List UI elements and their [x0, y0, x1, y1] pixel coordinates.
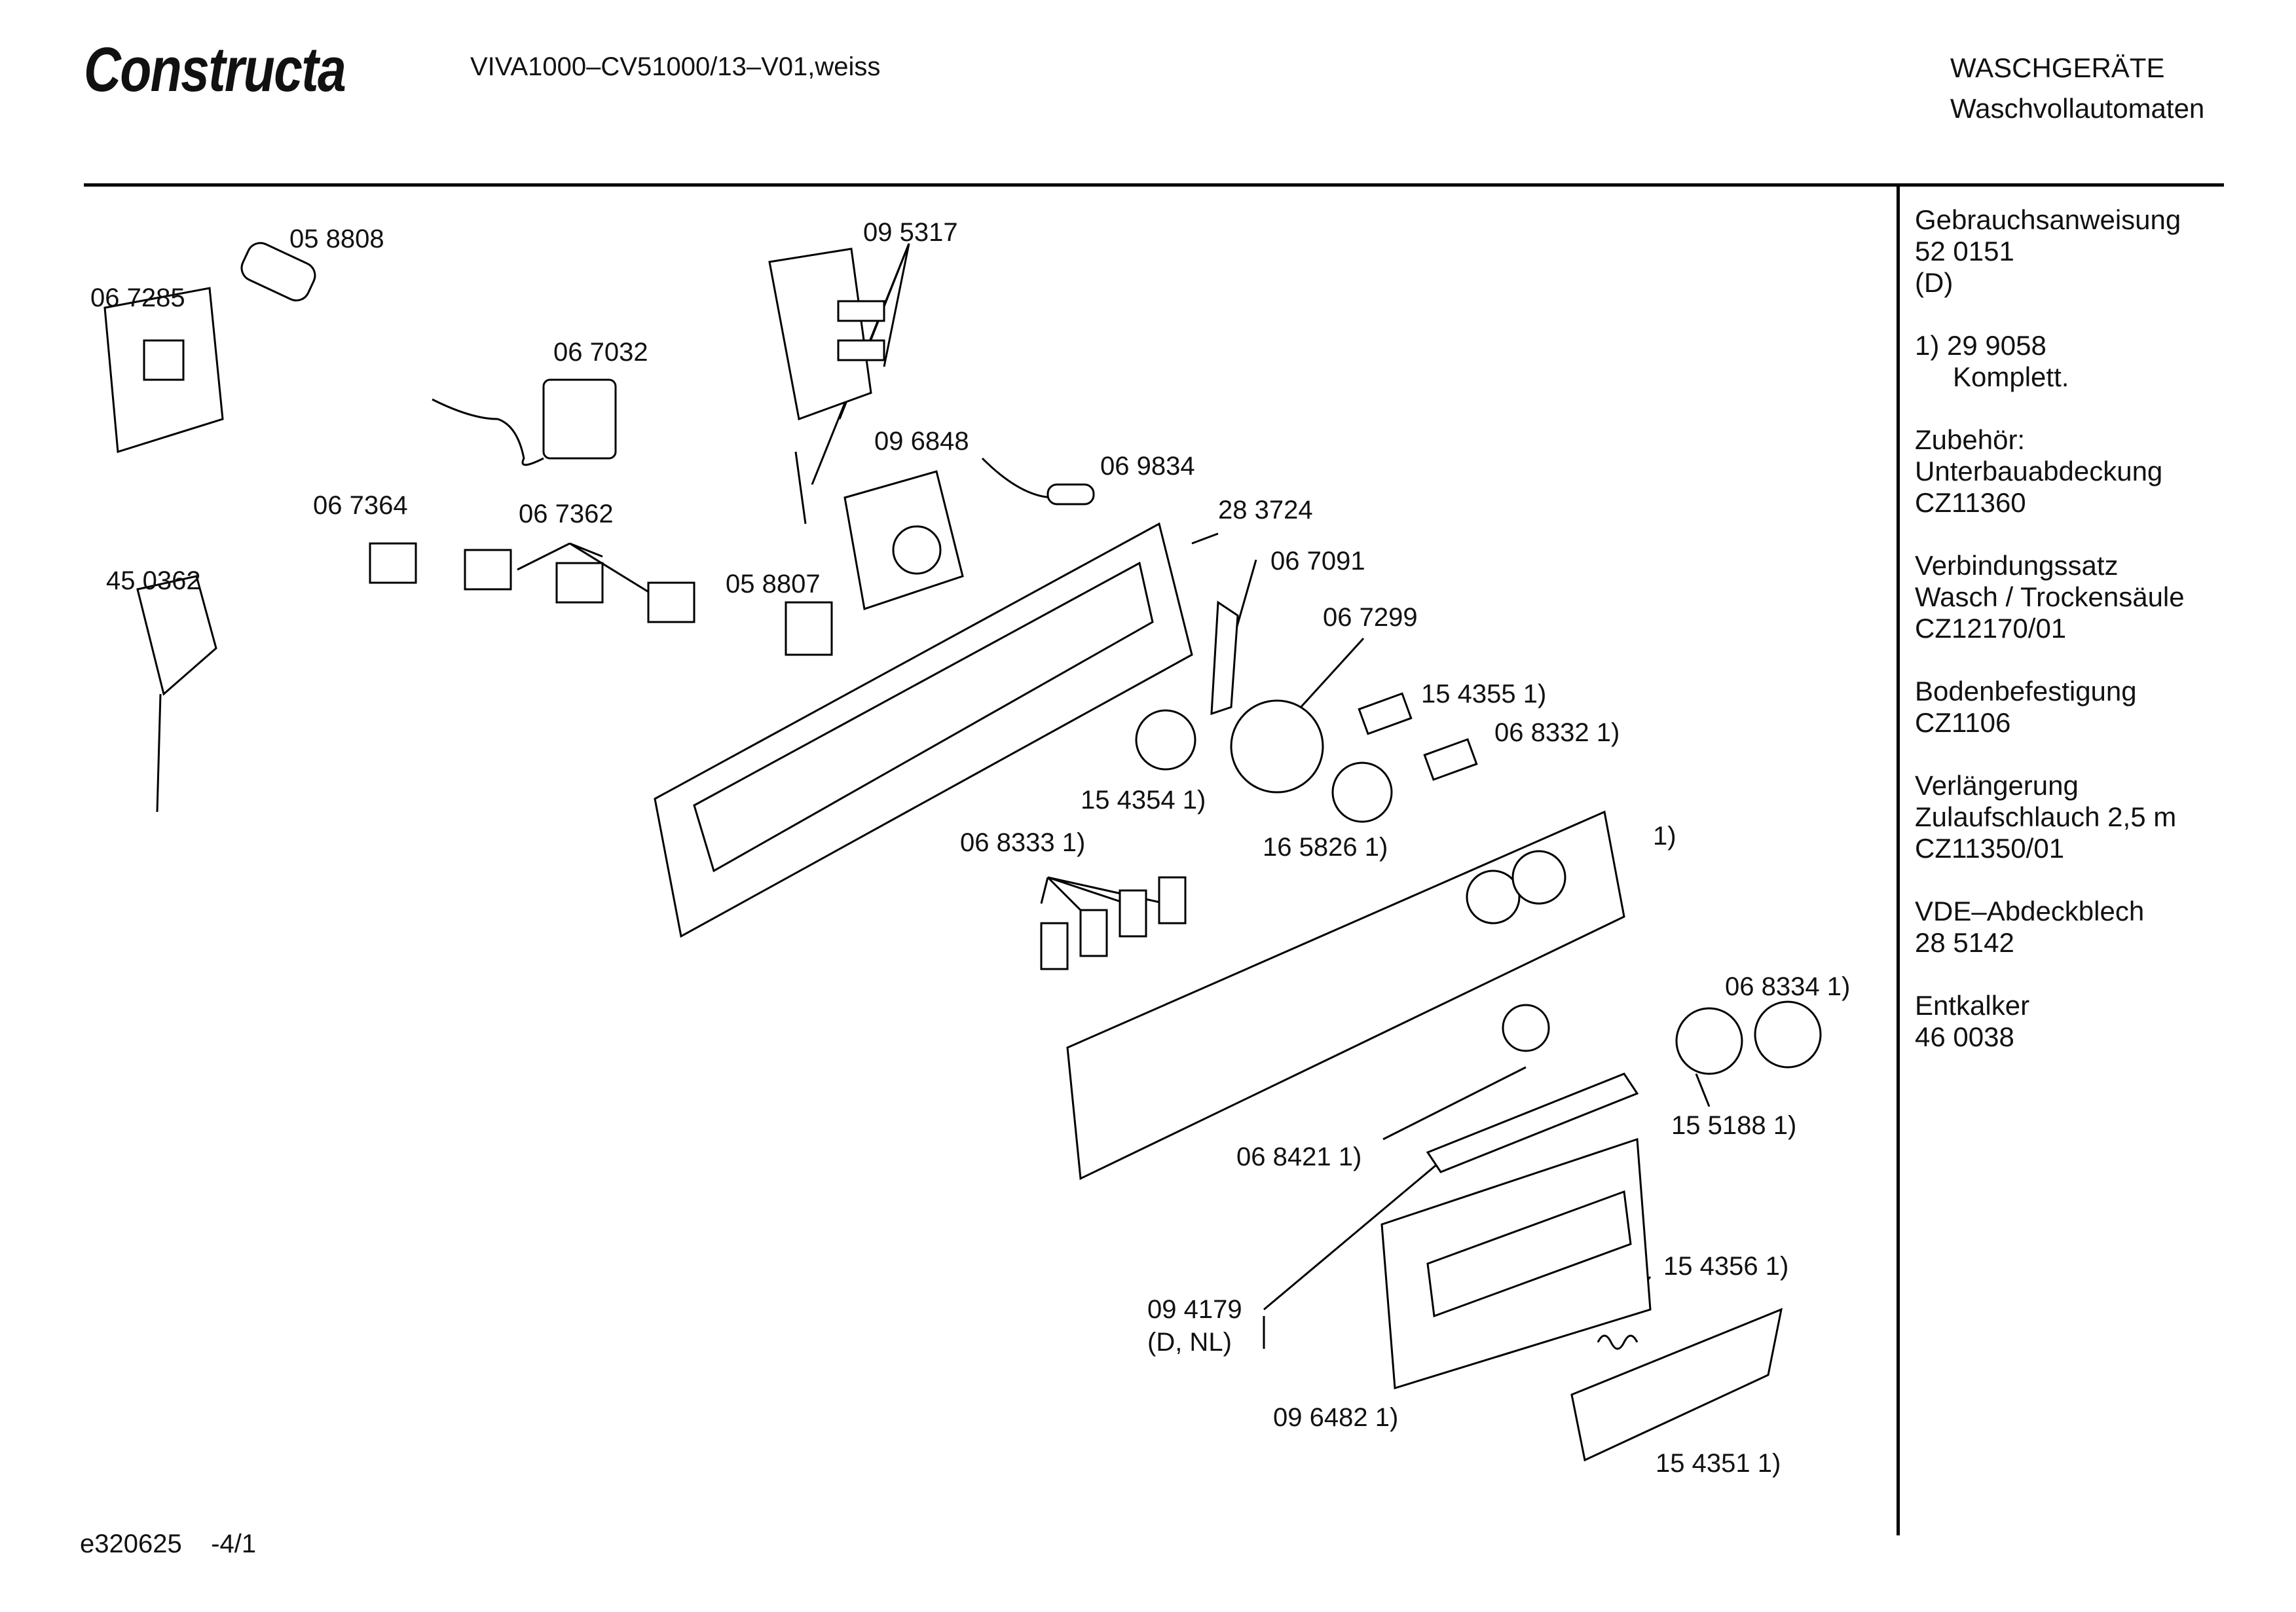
sidebar-text: Gebrauchsanweisung: [1915, 204, 2181, 235]
sidebar-text: (D): [1915, 267, 1953, 298]
part-label: (D, NL): [1147, 1328, 1232, 1357]
part-label: 1): [1653, 822, 1676, 851]
subcategory-title: Waschvollautomaten: [1950, 93, 2205, 124]
model-title: VIVA1000–CV51000/13–V01,weiss: [470, 52, 881, 81]
exploded-parts-drawing: [103, 242, 1822, 1462]
part-label: 06 7364: [313, 491, 408, 520]
part-label: 06 7299: [1323, 603, 1418, 632]
part-label: 15 5188 1): [1671, 1111, 1797, 1140]
part-label: 06 7091: [1270, 547, 1365, 576]
header-divider: [84, 183, 2224, 187]
part-label: 15 4356 1): [1663, 1252, 1789, 1281]
part-label: 06 7032: [553, 338, 648, 367]
part-label: 06 8332 1): [1494, 718, 1620, 747]
part-label: 45 0362: [106, 566, 201, 595]
part-label: 09 6848: [874, 427, 969, 456]
sidebar-text: CZ12170/01: [1915, 613, 2067, 644]
sidebar-text: 1) 29 9058: [1915, 330, 2046, 361]
sidebar-text: VDE–Abdeckblech: [1915, 896, 2145, 926]
sidebar-text: Bodenbefestigung: [1915, 676, 2137, 706]
part-label: 09 6482 1): [1273, 1403, 1399, 1432]
sidebar-text: CZ11360: [1915, 487, 2026, 518]
footer: e320625 -4/1: [80, 1530, 256, 1559]
brand-logo: Constructa: [84, 35, 346, 105]
part-label: 06 7362: [519, 500, 614, 528]
part-label: 16 5826 1): [1263, 833, 1388, 862]
part-label: 06 7285: [90, 284, 185, 312]
part-label: 09 5317: [863, 218, 958, 247]
sidebar-text: Verlängerung: [1915, 770, 2079, 801]
sidebar-text: Komplett.: [1953, 361, 2069, 392]
part-label: 06 8421 1): [1236, 1143, 1362, 1171]
part-label: 15 4355 1): [1421, 680, 1547, 708]
sidebar-text: 28 5142: [1915, 927, 2014, 958]
sidebar-text: 46 0038: [1915, 1021, 2014, 1052]
category-title: WASCHGERÄTE: [1950, 52, 2165, 83]
document-id: e320625: [80, 1530, 182, 1558]
sidebar-divider: [1897, 187, 1900, 1535]
part-label: 05 8807: [726, 570, 821, 598]
part-label: 15 4354 1): [1081, 786, 1206, 815]
sidebar-text: Zubehör:: [1915, 424, 2026, 455]
part-label: 09 4179: [1147, 1295, 1242, 1324]
part-label: 15 4351 1): [1656, 1449, 1781, 1478]
sidebar-text: Unterbauabdeckung: [1915, 456, 2163, 486]
part-label: 06 8334 1): [1725, 972, 1851, 1001]
sidebar-text: 52 0151: [1915, 236, 2014, 266]
part-label: 05 8808: [289, 225, 384, 253]
sidebar-text: Wasch / Trockensäule: [1915, 581, 2185, 612]
sidebar-text: CZ11350/01: [1915, 833, 2065, 864]
sidebar-text: Zulaufschlauch 2,5 m: [1915, 801, 2177, 832]
sidebar-text: CZ1106: [1915, 707, 2011, 738]
part-label: 06 8333 1): [960, 828, 1086, 857]
sidebar-text: Verbindungssatz: [1915, 550, 2119, 581]
part-label: 28 3724: [1218, 496, 1313, 524]
part-label: 06 9834: [1100, 452, 1195, 481]
sidebar-text: Entkalker: [1915, 990, 2030, 1021]
page-number: -4/1: [211, 1530, 257, 1558]
